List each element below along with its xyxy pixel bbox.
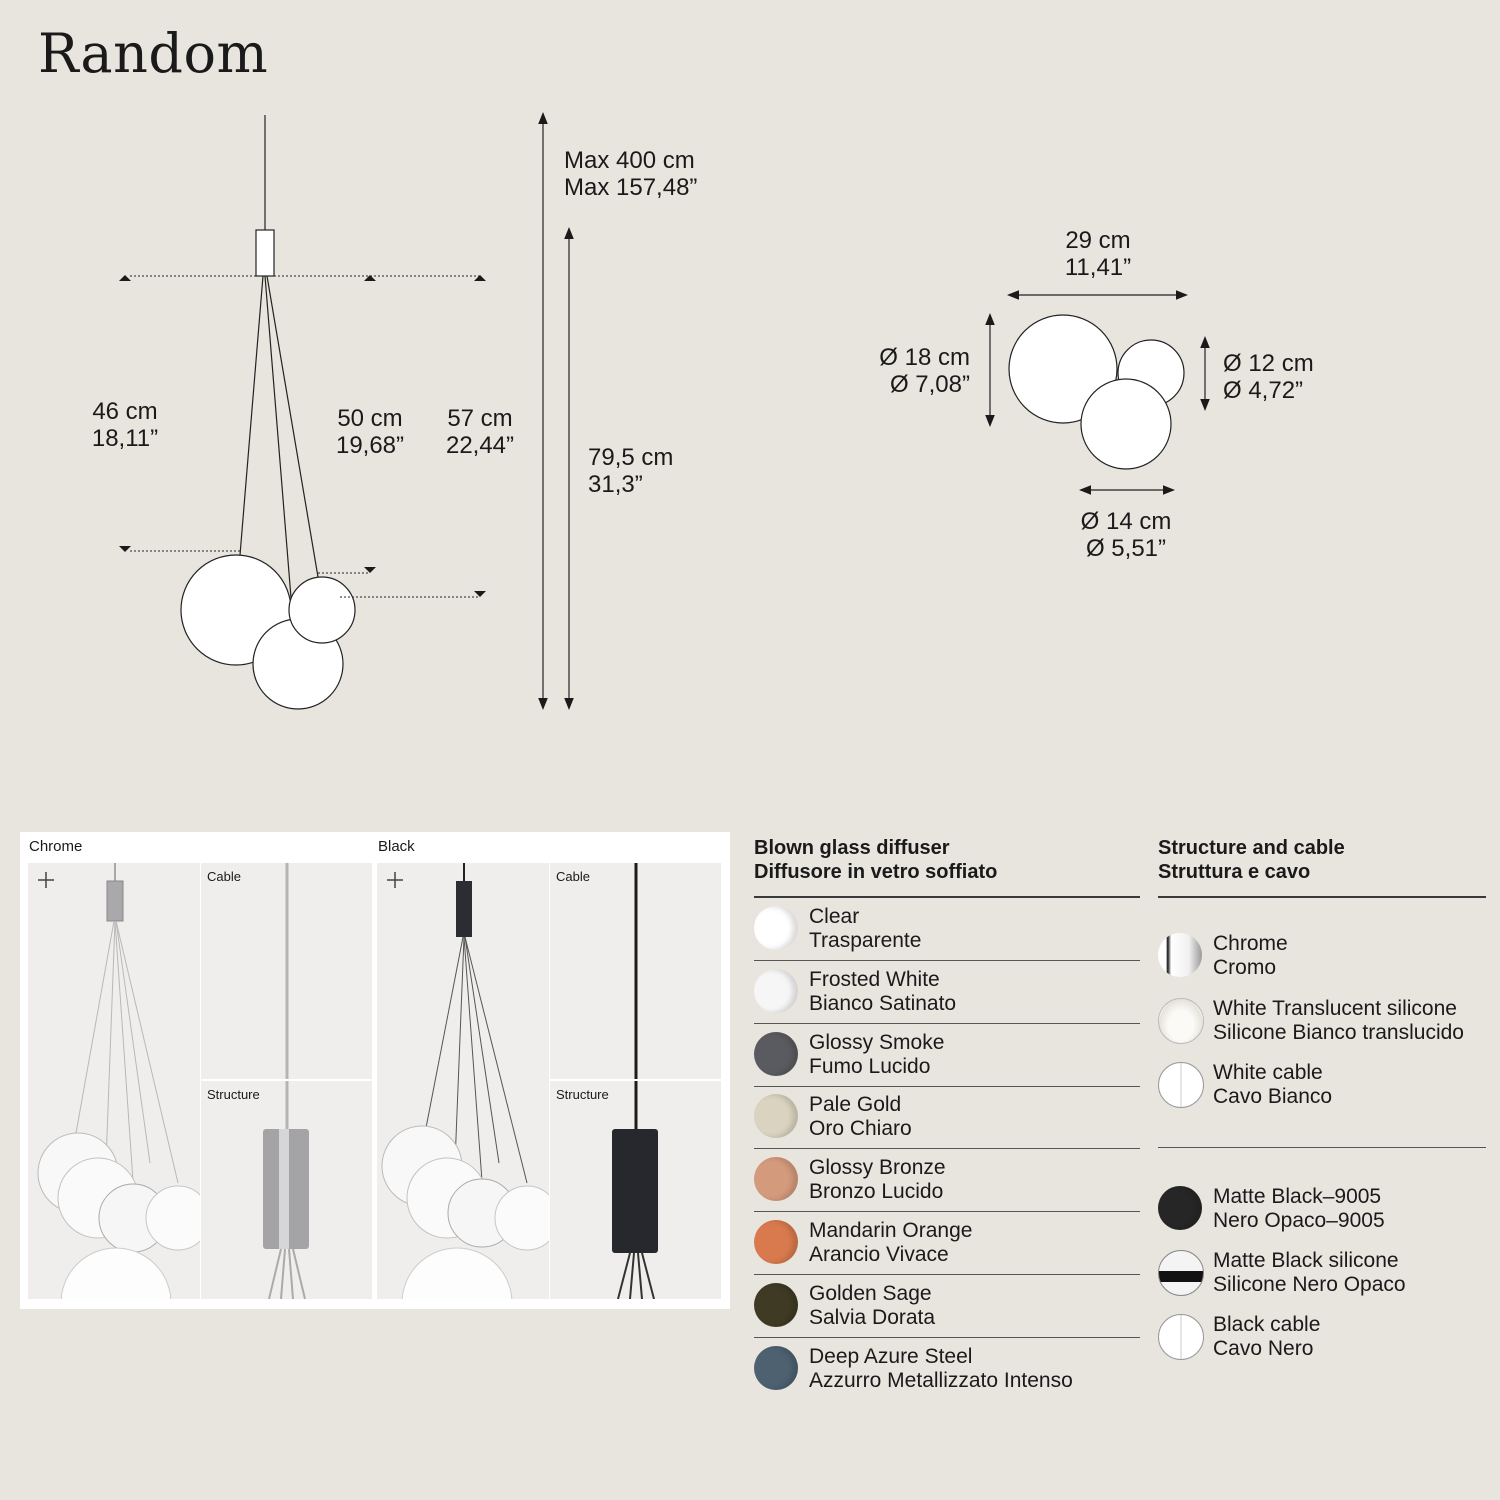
technical-drawing bbox=[119, 112, 1210, 710]
color-swatch bbox=[1158, 1314, 1204, 1360]
color-swatch bbox=[1158, 1250, 1204, 1296]
structure-divider bbox=[1158, 1147, 1486, 1148]
structure-rule bbox=[1158, 896, 1486, 898]
option-divider bbox=[754, 1211, 1140, 1213]
color-swatch bbox=[754, 1220, 798, 1264]
option-divider bbox=[754, 1274, 1140, 1275]
color-swatch bbox=[1158, 1186, 1202, 1230]
color-swatch bbox=[754, 1094, 798, 1139]
color-swatch bbox=[1158, 933, 1202, 977]
color-swatch bbox=[754, 1282, 798, 1327]
chrome-cable-photo: Cable bbox=[201, 863, 372, 1079]
color-swatch bbox=[754, 1157, 798, 1202]
color-swatch bbox=[754, 1345, 798, 1390]
chrome-label: Chrome bbox=[29, 838, 83, 855]
option-divider bbox=[754, 1085, 1140, 1087]
color-swatch bbox=[1158, 1062, 1204, 1108]
chrome-structure-photo: Structure bbox=[201, 1081, 372, 1299]
option-divider bbox=[754, 1336, 1140, 1338]
black-label: Black bbox=[378, 838, 415, 855]
black-lamp-photo bbox=[377, 863, 549, 1299]
option-divider bbox=[754, 1148, 1140, 1150]
option-divider bbox=[754, 960, 1140, 961]
finish-photos-panel: Chrome Black Cable Structure bbox=[20, 832, 730, 1309]
top-sphere-14 bbox=[1080, 378, 1172, 470]
page-title: Random bbox=[38, 22, 269, 85]
option-divider bbox=[754, 1022, 1140, 1024]
black-structure-photo: Structure bbox=[550, 1081, 721, 1299]
black-cable-photo: Cable bbox=[550, 863, 721, 1079]
canopy bbox=[255, 229, 275, 277]
diffuser-rule bbox=[754, 896, 1140, 898]
color-swatch bbox=[754, 1031, 798, 1076]
top-sphere-18 bbox=[1008, 314, 1118, 424]
color-swatch bbox=[754, 968, 798, 1013]
color-swatch bbox=[1158, 997, 1204, 1044]
chrome-lamp-photo bbox=[28, 863, 200, 1299]
sphere-small bbox=[288, 576, 356, 644]
color-swatch bbox=[754, 906, 798, 950]
